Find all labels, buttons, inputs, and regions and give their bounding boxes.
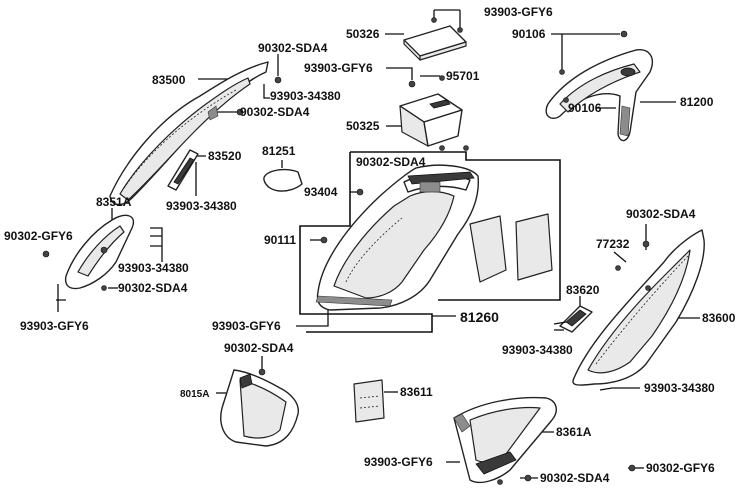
label-8015a: 8015A: [180, 389, 209, 400]
label-8361a: 8361A: [556, 425, 592, 439]
part-50326-plate: [403, 25, 467, 61]
label-81251: 81251: [262, 144, 296, 158]
label-50326: 50326: [346, 27, 380, 41]
label-90302-gfy6-left: 90302-GFY6: [4, 229, 73, 243]
part-81251-lid: [263, 168, 303, 192]
part-8015a-inner-cover: [220, 369, 299, 447]
label-81260: 81260: [460, 309, 499, 325]
label-93903-gfy6-top: 93903-GFY6: [484, 5, 553, 19]
label-81200: 81200: [680, 95, 714, 109]
label-93903-gfy6-bot: 93903-GFY6: [364, 455, 433, 469]
part-labels: 93903-GFY6 50326 90106 90302-SDA4 83500 …: [4, 5, 736, 485]
label-90111: 90111: [264, 233, 296, 247]
part-50325-storage-box: [399, 93, 463, 147]
label-83520: 83520: [208, 149, 242, 163]
label-90302-sda4-7: 90302-SDA4: [540, 471, 610, 485]
label-93903-34380-3: 93903-34380: [118, 261, 189, 275]
label-50325: 50325: [346, 119, 380, 133]
label-83600: 83600: [702, 311, 736, 325]
label-90302-sda4-5: 90302-SDA4: [118, 281, 188, 295]
label-93903-34380-2: 93903-34380: [166, 199, 237, 213]
label-93903-34380-1: 93903-34380: [270, 89, 341, 103]
part-83500-side-cover: [109, 61, 269, 206]
part-81200-grab-rail: [545, 49, 654, 142]
part-81260-seat-tub: [315, 164, 480, 311]
label-93903-34380-5: 93903-34380: [644, 381, 715, 395]
label-77232: 77232: [596, 237, 630, 251]
label-93404: 93404: [304, 185, 338, 199]
part-83611-plate: [353, 379, 385, 423]
part-81260-liner-pads: [469, 213, 553, 283]
label-90302-sda4-3: 90302-SDA4: [356, 155, 426, 169]
label-93903-gfy6-2: 93903-GFY6: [304, 61, 373, 75]
part-8351a-cover: [64, 214, 135, 290]
fasteners: [42, 17, 650, 485]
label-90106-top: 90106: [512, 27, 546, 41]
label-83620: 83620: [566, 283, 600, 297]
label-93903-gfy6-left: 93903-GFY6: [20, 319, 89, 333]
label-8351a: 8351A: [96, 195, 132, 209]
label-90302-gfy6-bot: 90302-GFY6: [646, 461, 715, 475]
label-90302-sda4-2: 90302-SDA4: [240, 105, 310, 119]
part-83600-side-cover: [572, 229, 705, 386]
part-8361a-lower-cover: [453, 396, 557, 484]
label-90302-sda4-4: 90302-SDA4: [626, 207, 696, 221]
part-83520-bracket: [167, 149, 199, 191]
leader-lines: [57, 9, 700, 479]
assembly-outline-81260: [299, 151, 561, 333]
label-90302-sda4-6: 90302-SDA4: [224, 341, 294, 355]
label-93903-gfy6-mid: 93903-GFY6: [212, 319, 281, 333]
label-95701: 95701: [446, 69, 480, 83]
label-83611: 83611: [400, 385, 433, 399]
label-93903-34380-4: 93903-34380: [502, 343, 573, 357]
label-90302-sda4-1: 90302-SDA4: [258, 41, 328, 55]
part-83620-trim: [559, 305, 593, 333]
label-90106-2: 90106: [568, 101, 602, 115]
label-83500: 83500: [152, 73, 186, 87]
